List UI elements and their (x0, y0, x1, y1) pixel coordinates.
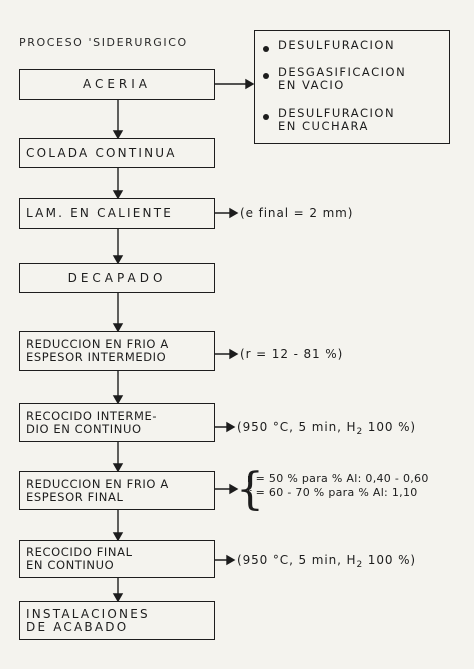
step-label-line1: INSTALACIONES (26, 606, 150, 621)
step-label-line2: ESPESOR FINAL (26, 489, 124, 504)
step-label-line1: RECOCIDO FINAL (26, 545, 133, 559)
note-line1: r = 50 % para % Al: 0,40 - 0,60 (247, 472, 429, 485)
step-recocido-intermedio: RECOCIDO INTERME- DIO EN CONTINUO (19, 403, 215, 442)
step-label-line2: ESPESOR INTERMEDIO (26, 350, 167, 364)
step-reduccion-final: REDUCCION EN FRIO A ESPESOR FINAL (19, 471, 215, 510)
step-instalaciones-acabado: INSTALACIONES DE ACABADO (19, 601, 215, 640)
note-text-prefix: (950 °C, 5 min, H (237, 420, 357, 434)
note-recocido-intermedio: (950 °C, 5 min, H2 100 %) (237, 420, 417, 437)
step-label-line1: REDUCCION EN FRIO A (26, 337, 169, 351)
step-aceria: ACERIA (19, 69, 215, 100)
step-label: DECAPADO (67, 270, 167, 285)
diagram-title: PROCESO 'SIDERURGICO (19, 36, 188, 49)
step-label: COLADA CONTINUA (26, 145, 177, 160)
note-reduccion-final: r = 50 % para % Al: 0,40 - 0,60 r = 60 -… (247, 472, 429, 500)
step-label-line2: EN CONTINUO (26, 558, 115, 572)
treatment-item: DESULFURACION EN CUCHARA (263, 107, 395, 133)
step-label-line2: DIO EN CONTINUO (26, 421, 142, 436)
step-label: ACERIA (82, 77, 152, 91)
note-recocido-final: (950 °C, 5 min, H2 100 %) (237, 553, 417, 570)
bullet-icon (263, 114, 269, 120)
treatment-label-line2: EN CUCHARA (278, 119, 369, 133)
note-lam-caliente: (e final = 2 mm) (240, 206, 354, 220)
treatment-item: DESULFURACION (263, 39, 395, 52)
note-text-suffix: 100 %) (363, 553, 417, 567)
step-colada-continua: COLADA CONTINUA (19, 138, 215, 168)
secondary-treatments-box: DESULFURACION DESGASIFICACION EN VACIO D… (254, 30, 450, 144)
step-label-line1: REDUCCION EN FRIO A (26, 476, 169, 491)
note-text-subscript: 2 (356, 560, 364, 570)
treatment-label-line1: DESGASIFICACION (278, 65, 407, 79)
bullet-icon (263, 46, 269, 52)
note-text-subscript: 2 (356, 427, 364, 437)
treatment-label-line1: DESULFURACION (278, 106, 396, 120)
step-label-line2: DE ACABADO (26, 619, 129, 634)
step-recocido-final: RECOCIDO FINAL EN CONTINUO (19, 540, 215, 578)
step-label-line1: RECOCIDO INTERME- (26, 408, 158, 423)
note-line2: r = 60 - 70 % para % Al: 1,10 (247, 486, 418, 499)
note-reduccion-intermedio: (r = 12 - 81 %) (240, 347, 344, 361)
step-lam-caliente: LAM. EN CALIENTE (19, 198, 215, 229)
treatment-item: DESGASIFICACION EN VACIO (263, 66, 406, 92)
treatment-label: DESULFURACION (278, 38, 396, 52)
note-text-prefix: (950 °C, 5 min, H (237, 553, 357, 567)
step-label: LAM. EN CALIENTE (26, 206, 174, 220)
bullet-icon (263, 73, 269, 79)
note-text-suffix: 100 %) (363, 420, 417, 434)
treatment-label-line2: EN VACIO (278, 78, 345, 92)
step-reduccion-intermedio: REDUCCION EN FRIO A ESPESOR INTERMEDIO (19, 331, 215, 371)
brace-symbol: { (236, 464, 264, 515)
step-decapado: DECAPADO (19, 263, 215, 293)
